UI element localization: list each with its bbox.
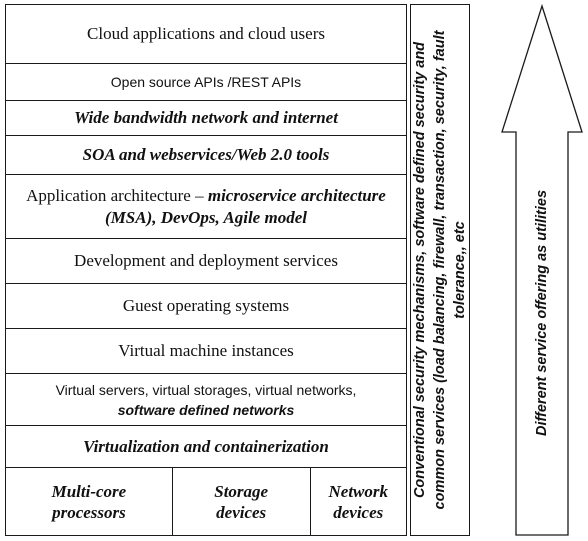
layer-virtualization: Virtualization and containerization bbox=[5, 425, 407, 467]
layer-virtual-resources: Virtual servers, virtual storages, virtu… bbox=[5, 373, 407, 425]
layer-app-arch-emphasis: microservice architecture (MSA), DevOps,… bbox=[105, 185, 386, 227]
hardware-network: Network devices bbox=[309, 468, 407, 535]
layer-vm-instances-label: Virtual machine instances bbox=[118, 341, 294, 360]
security-services-label: Conventional security mechanisms, softwa… bbox=[412, 30, 468, 510]
layer-guest-os: Guest operating systems bbox=[5, 283, 407, 328]
layer-virtualization-label: Virtualization and containerization bbox=[83, 436, 329, 456]
layer-cloud-applications-label: Cloud applications and cloud users bbox=[87, 24, 325, 43]
layer-bandwidth: Wide bandwidth network and internet bbox=[5, 100, 407, 135]
layer-vm-instances: Virtual machine instances bbox=[5, 328, 407, 373]
layer-dev-deploy-label: Development and deployment services bbox=[74, 251, 338, 270]
hardware-storage-label: Storage devices bbox=[214, 481, 269, 522]
layer-app-arch-label: Application architecture – bbox=[26, 185, 208, 205]
layer-guest-os-label: Guest operating systems bbox=[122, 296, 290, 315]
layer-virtual-resources-label: Virtual servers, virtual storages, virtu… bbox=[55, 381, 357, 398]
layer-soa-label: SOA and webservices/Web 2.0 tools bbox=[82, 145, 330, 164]
layer-apis: Open source APIs /REST APIs bbox=[5, 63, 407, 100]
security-services-panel: Conventional security mechanisms, softwa… bbox=[410, 4, 470, 536]
cloud-layer-stack: Cloud applications and cloud users Open … bbox=[5, 4, 409, 536]
layer-bandwidth-label: Wide bandwidth network and internet bbox=[74, 108, 338, 127]
layer-apis-label: Open source APIs /REST APIs bbox=[110, 74, 302, 90]
hardware-storage: Storage devices bbox=[171, 468, 310, 535]
layer-cloud-applications: Cloud applications and cloud users bbox=[5, 4, 407, 63]
hardware-row: Multi-core processors Storage devices Ne… bbox=[5, 467, 407, 536]
utility-arrow-label: Different service offering as utilities bbox=[534, 189, 550, 436]
layer-application-architecture: Application architecture – microservice … bbox=[5, 174, 407, 238]
utility-arrow: Different service offering as utilities bbox=[500, 3, 584, 536]
layer-dev-deploy: Development and deployment services bbox=[5, 238, 407, 283]
hardware-cpu-label: Multi-core processors bbox=[51, 481, 127, 522]
hardware-cpu: Multi-core processors bbox=[6, 468, 172, 535]
hardware-network-label: Network devices bbox=[328, 481, 389, 522]
layer-sdn-label: software defined networks bbox=[117, 401, 295, 418]
layer-soa: SOA and webservices/Web 2.0 tools bbox=[5, 135, 407, 174]
up-arrow-icon bbox=[501, 3, 583, 536]
